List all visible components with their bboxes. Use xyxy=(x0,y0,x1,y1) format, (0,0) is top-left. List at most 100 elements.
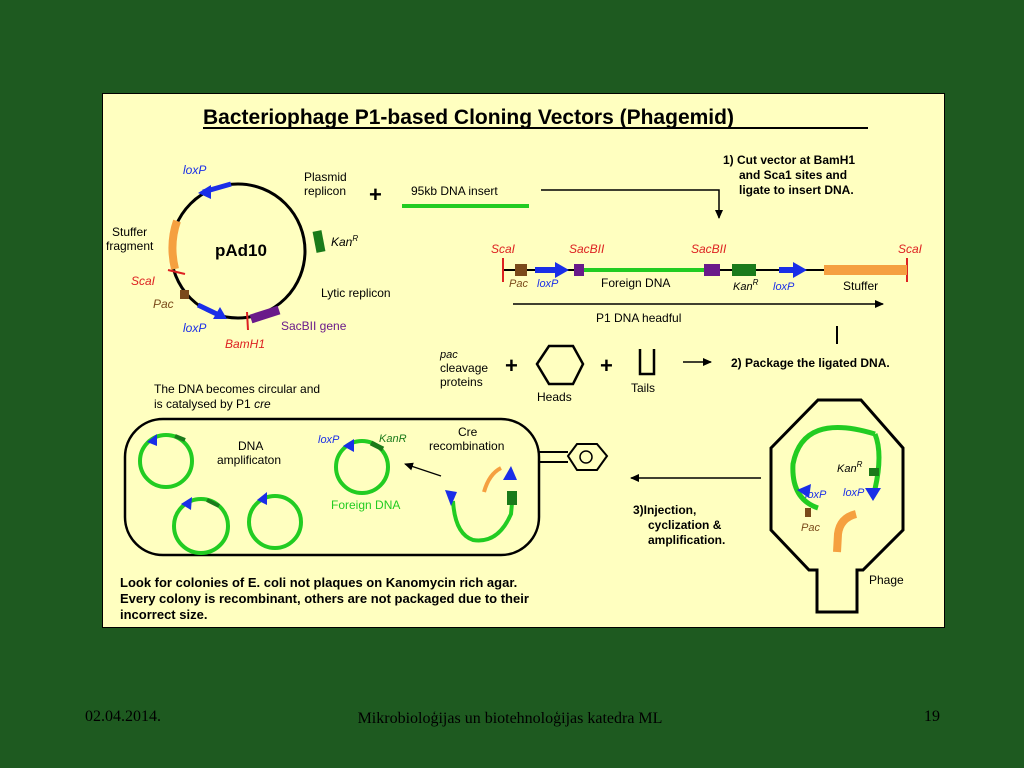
footer-page-number: 19 xyxy=(924,708,940,725)
amplified-plasmid-1-gene xyxy=(174,434,186,442)
insert-label: 95kb DNA insert xyxy=(411,184,498,198)
plasmid-scai-mark xyxy=(167,269,186,275)
pac-proteins-line-2: cleavage xyxy=(440,361,488,375)
ecoli-cell xyxy=(123,417,541,557)
plasmid-loxp-bottom-head xyxy=(213,307,227,319)
plasmid-stuffer-label-2: fragment xyxy=(106,239,154,253)
plasmid-sacbii-label: SacBII gene xyxy=(281,319,347,333)
linear-loxp-right-label: loxP xyxy=(773,281,795,293)
heads-shape xyxy=(535,344,585,386)
amplified-plasmid-3-arrow xyxy=(257,492,267,505)
linear-loxp-left-label: loxP xyxy=(537,278,559,290)
bottom-note-line-1: Look for colonies of E. coli not plaques… xyxy=(120,575,517,590)
injected-loxp-arrow-a xyxy=(445,490,457,506)
phage-outline xyxy=(769,398,905,614)
amplified-plasmid-2 xyxy=(172,497,230,555)
amplified-plasmid-2-arrow xyxy=(181,497,192,510)
linear-stuffer-label: Stuffer xyxy=(843,279,878,293)
plasmid-kan-label: KanR xyxy=(331,234,358,249)
heads-label: Heads xyxy=(537,390,572,404)
cyclization-arrow xyxy=(404,462,442,477)
plasmid-bamh1-label: BamH1 xyxy=(225,337,265,351)
phage-dna-green xyxy=(790,425,876,511)
recombined-loxp-label: loxP xyxy=(318,434,340,446)
cre-label-1: Cre xyxy=(458,425,478,439)
recombined-loxp-arrow xyxy=(343,439,354,452)
circular-note-line-2: is catalysed by P1 cre xyxy=(154,397,271,411)
step3-line-3: amplification. xyxy=(648,533,725,547)
tails-shape xyxy=(638,349,656,376)
plasmid-loxp-top-head xyxy=(198,185,211,199)
linear-sacbii-right-label: SacBII xyxy=(691,242,727,256)
step3-line-2: cyclization & xyxy=(648,518,722,532)
phage-loxp-left-label: loxP xyxy=(805,489,827,501)
plasmid-name: pAd10 xyxy=(215,241,267,260)
cre-label-2: recombination xyxy=(429,439,504,453)
phage-dna-green-right xyxy=(872,433,882,490)
amplified-plasmid-2-gene xyxy=(206,498,220,508)
step3-line-1: 3)Injection, xyxy=(633,503,696,517)
recombined-foreign-label: Foreign DNA xyxy=(331,498,400,512)
phage-kan-label: KanR xyxy=(837,460,863,475)
plasmid-pac-label: Pac xyxy=(153,297,174,311)
amplified-plasmid-3 xyxy=(247,494,303,550)
injected-stuffer xyxy=(482,466,502,493)
linear-kan-box xyxy=(732,264,756,276)
step1-line-2: and Sca1 sites and xyxy=(739,168,847,182)
insert-arrow xyxy=(541,189,723,219)
plasmid-pac-box xyxy=(180,290,189,299)
amplified-plasmid-1 xyxy=(138,433,194,489)
step1-line-3: ligate to insert DNA. xyxy=(739,183,854,197)
plasmid-replicon-label-2: replicon xyxy=(304,184,346,198)
diagram-panel: Bacteriophage P1-based Cloning Vectors (… xyxy=(102,93,945,628)
step2-label: 2) Package the ligated DNA. xyxy=(731,356,890,370)
footer-title: Mikrobioloģijas un biotehnoloģijas kated… xyxy=(357,710,663,727)
plasmid-stuffer-label-1: Stuffer xyxy=(112,225,147,239)
linear-sacbii-right-box xyxy=(704,264,720,276)
plasmid-sacbii-gene xyxy=(249,305,281,324)
plasmid-scai-label: ScaI xyxy=(131,274,156,288)
dna-amp-label-1: DNA xyxy=(238,439,263,453)
phage-kan-box xyxy=(869,468,879,476)
phage-label: Phage xyxy=(869,573,904,587)
cloning-vector-diagram: Bacteriophage P1-based Cloning Vectors (… xyxy=(106,106,923,622)
linear-stuffer-box xyxy=(824,265,907,275)
phage-pac-box xyxy=(805,508,811,517)
tails-label: Tails xyxy=(631,381,655,395)
pac-proteins-line-1: pac xyxy=(439,349,458,361)
linear-foreign-label: Foreign DNA xyxy=(601,276,670,290)
injected-kan-box xyxy=(507,491,517,505)
injected-dna xyxy=(451,491,515,543)
injecting-phage-head xyxy=(566,443,609,471)
phage-stuffer xyxy=(833,510,858,553)
headful-label: P1 DNA headful xyxy=(596,311,681,325)
phage-pac-label: Pac xyxy=(801,522,820,534)
linear-pac-box xyxy=(515,264,527,276)
footer-date: 02.04.2014. xyxy=(85,708,161,725)
plasmid-stuffer-fragment xyxy=(168,219,181,270)
injecting-phage-inner xyxy=(579,450,593,464)
pac-proteins-line-3: proteins xyxy=(440,375,483,389)
linear-pac-label: Pac xyxy=(509,278,528,290)
insert-plus: + xyxy=(369,182,382,207)
plasmid-replicon-label-1: Plasmid xyxy=(304,170,347,184)
recombined-kanr-label: KanR xyxy=(379,433,407,445)
dna-amp-label-2: amplificaton xyxy=(217,453,281,467)
linear-sacbii-left-box xyxy=(574,264,584,276)
plasmid-bamh1-mark xyxy=(246,311,249,331)
phage-loxp-right-label: loxP xyxy=(843,487,865,499)
linear-loxp-left-head xyxy=(555,262,569,278)
phage-loxp-left-head xyxy=(797,484,811,498)
bottom-note-line-3: incorrect size. xyxy=(120,607,207,622)
plasmid-loxp-top-label: loxP xyxy=(183,163,206,177)
amplified-plasmid-1-arrow xyxy=(147,434,157,446)
linear-scai-left-label: ScaI xyxy=(491,242,516,256)
plasmid-lytic-label: Lytic replicon xyxy=(321,286,391,300)
packaging-plus-2: + xyxy=(600,353,613,378)
phage-loxp-right-head xyxy=(865,488,881,501)
packaging-plus-1: + xyxy=(505,353,518,378)
recombined-plasmid xyxy=(334,439,390,495)
diagram-title: Bacteriophage P1-based Cloning Vectors (… xyxy=(203,106,734,129)
circular-note-line-1: The DNA becomes circular and xyxy=(154,382,320,396)
linear-scai-right-label: ScaI xyxy=(898,242,923,256)
